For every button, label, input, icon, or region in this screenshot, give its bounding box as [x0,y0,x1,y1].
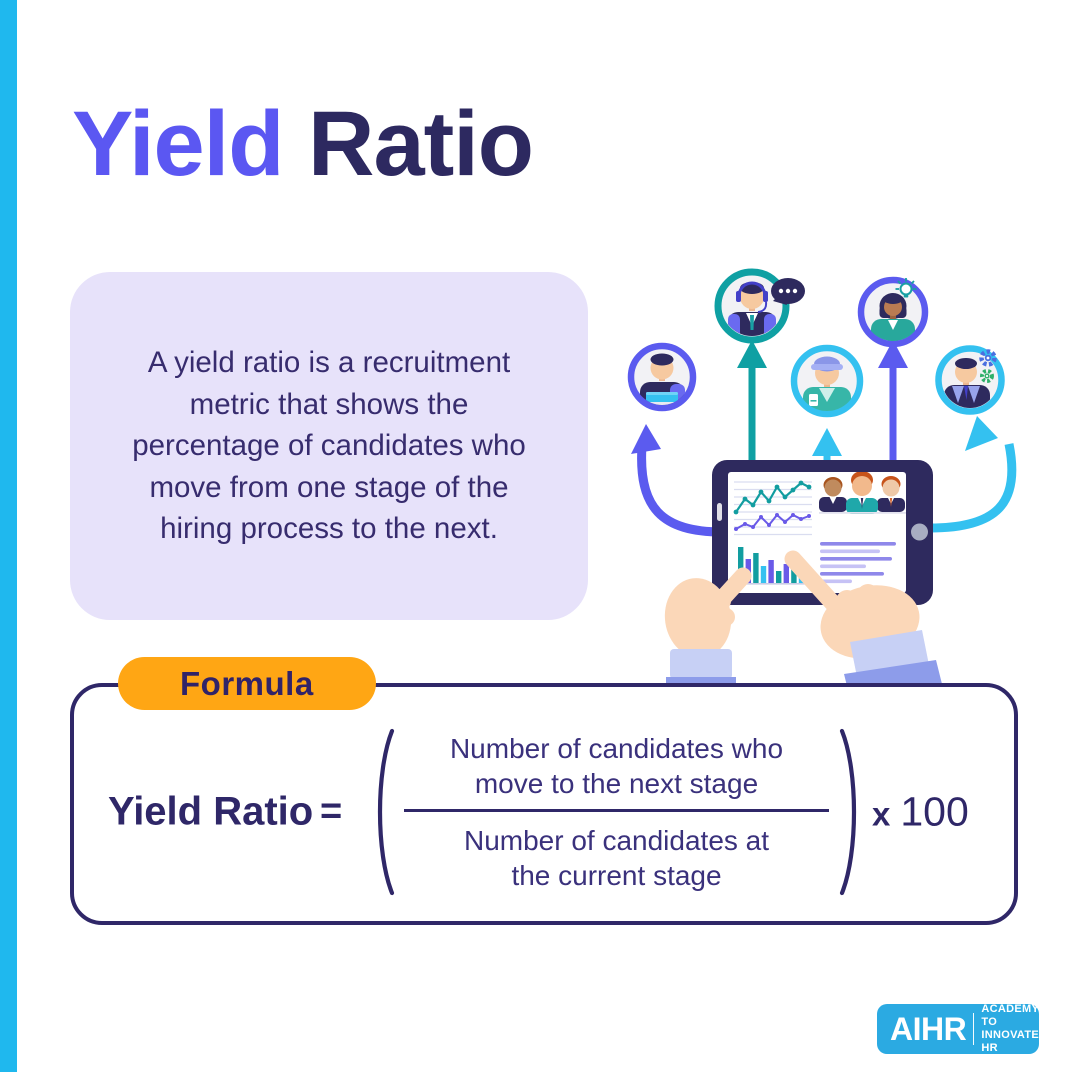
left-accent-stripe [0,0,17,1072]
right-hand-pointing [784,550,942,684]
recruitment-illustration [627,268,1017,684]
numerator-line: move to the next stage [474,768,759,799]
fraction-bar [404,809,829,812]
formula-numerator: Number of candidates who move to the nex… [404,731,829,801]
definition-line: hiring process to the next. [160,512,498,546]
definition-line: move from one stage of the [149,470,509,504]
candidate-cap-avatar [790,344,864,418]
multiplier-x: x [872,795,891,833]
definition-card: A yield ratio is a recruitment metric th… [70,272,588,620]
formula-denominator: Number of candidates at the current stag… [404,823,829,893]
candidate-laptop-avatar [627,342,697,412]
title-word-primary: Yield [72,93,284,195]
logo-tagline-line: ACADEMY TO [981,1003,1039,1028]
candidate-photos [819,472,906,514]
formula-lhs-label: Yield Ratio [108,789,314,834]
close-parenthesis-icon [839,728,857,896]
equals-sign: = [320,790,343,833]
lightbulb-icon [895,278,917,298]
arrow-up-purple-icon [878,340,908,540]
arrow-curved-right-icon [929,416,1017,533]
page-title: Yield Ratio [72,98,534,190]
candidate-headset-avatar [714,268,805,344]
speech-bubble-icon [771,278,805,305]
logo-brand-text: AIHR [890,1010,967,1047]
arrow-up-teal-icon [737,340,767,540]
candidate-idea-avatar [857,276,929,348]
text-lines [820,542,896,584]
denominator-line: the current stage [511,860,722,891]
numerator-line: Number of candidates who [449,733,784,764]
definition-line: A yield ratio is a recruitment [147,346,511,380]
definition-line: metric that shows the [189,387,469,421]
formula-card [70,683,1018,925]
denominator-line: Number of candidates at [463,825,770,856]
aihr-logo: AIHR ACADEMY TO INNOVATE HR [877,1003,1039,1054]
formula-multiplier: x 100 [872,789,969,836]
title-word-secondary: Ratio [308,93,534,195]
definition-line: percentage of candidates who [132,429,526,463]
formula-badge: Formula [118,657,376,710]
gears-icon [979,349,997,383]
candidate-gears-avatar [935,345,1005,415]
open-parenthesis-icon [377,728,395,896]
arrow-curved-left-icon [631,424,723,537]
left-hand [664,567,752,684]
logo-tagline-line: INNOVATE HR [981,1029,1039,1054]
multiplier-value: 100 [900,788,969,835]
